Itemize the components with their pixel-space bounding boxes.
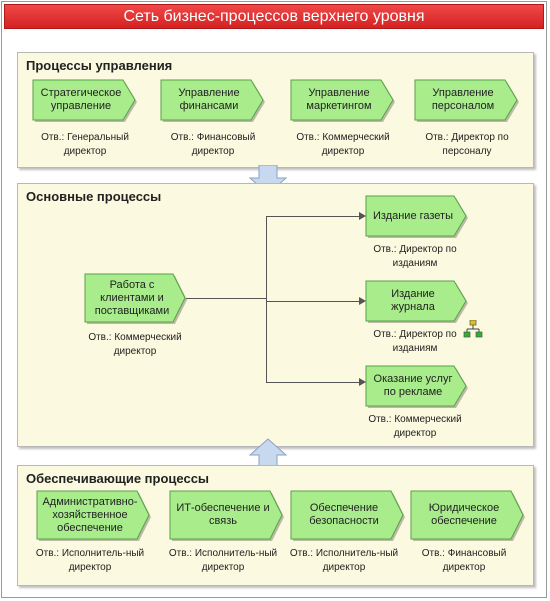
process-shape bbox=[290, 490, 405, 541]
process-label: Работа с клиентами и поставщиками bbox=[94, 278, 170, 317]
process-label: Издание газеты bbox=[372, 209, 454, 222]
process-shape bbox=[365, 195, 468, 238]
process-box[interactable]: Оказание услуг по рекламе bbox=[365, 365, 468, 408]
process-box[interactable]: Работа с клиентами и поставщиками bbox=[84, 273, 187, 324]
process-box[interactable]: Административно-хозяйственное обеспечени… bbox=[36, 490, 151, 541]
connector-line bbox=[266, 216, 267, 382]
process-model-icon[interactable] bbox=[463, 320, 483, 338]
connector-line bbox=[266, 301, 359, 302]
process-shape bbox=[84, 273, 187, 324]
process-responsible: Отв.: Исполнитель-ный директор bbox=[289, 548, 399, 573]
process-label: Управление финансами bbox=[178, 87, 240, 112]
connector-line bbox=[266, 216, 359, 217]
process-box[interactable]: Издание газеты bbox=[365, 195, 468, 238]
process-shape bbox=[365, 365, 468, 408]
process-shape bbox=[169, 490, 284, 541]
process-box[interactable]: Издание журнала bbox=[365, 280, 468, 323]
arrowhead-icon bbox=[359, 378, 366, 386]
process-label: Юридическое обеспечение bbox=[428, 502, 500, 527]
process-box[interactable]: Стратегическое управление bbox=[32, 79, 137, 122]
process-responsible: Отв.: Генеральный директор bbox=[41, 132, 129, 157]
process-shape bbox=[414, 79, 519, 122]
process-responsible: Отв.: Исполнитель-ный директор bbox=[168, 548, 278, 573]
process-responsible: Отв.: Коммерческий директор bbox=[296, 132, 390, 157]
process-responsible: Отв.: Директор по изданиям bbox=[373, 244, 457, 269]
process-shape bbox=[410, 490, 525, 541]
process-responsible: Отв.: Директор по изданиям bbox=[373, 329, 457, 354]
process-label: ИТ-обеспечение и связь bbox=[176, 502, 270, 527]
process-responsible: Отв.: Финансовый директор bbox=[421, 548, 507, 573]
arrowhead-icon bbox=[359, 212, 366, 220]
process-label: Стратегическое управление bbox=[40, 87, 122, 112]
process-responsible: Отв.: Финансовый директор bbox=[170, 132, 256, 157]
process-label: Управление персоналом bbox=[431, 87, 495, 112]
process-responsible: Отв.: Исполнитель-ный директор bbox=[35, 548, 145, 573]
process-shape bbox=[160, 79, 265, 122]
process-shape bbox=[32, 79, 137, 122]
process-label: Управление маркетингом bbox=[306, 87, 372, 112]
process-responsible: Отв.: Коммерческий директор bbox=[88, 332, 182, 357]
section-title: Обеспечивающие процессы bbox=[26, 471, 210, 486]
process-box[interactable]: Обеспечение безопасности bbox=[290, 490, 405, 541]
process-responsible: Отв.: Коммерческий директор bbox=[368, 414, 462, 439]
process-shape bbox=[290, 79, 395, 122]
diagram-title: Сеть бизнес-процессов верхнего уровня bbox=[4, 4, 544, 29]
process-responsible: Отв.: Директор по персоналу bbox=[425, 132, 509, 157]
process-box[interactable]: Управление персоналом bbox=[414, 79, 519, 122]
arrowhead-icon bbox=[359, 297, 366, 305]
process-label: Административно-хозяйственное обеспечени… bbox=[42, 495, 138, 534]
process-box[interactable]: ИТ-обеспечение и связь bbox=[169, 490, 284, 541]
process-box[interactable]: Управление маркетингом bbox=[290, 79, 395, 122]
up-arrow-icon bbox=[248, 438, 288, 468]
section-title: Процессы управления bbox=[26, 58, 173, 73]
process-label: Обеспечение безопасности bbox=[309, 502, 379, 527]
process-shape bbox=[36, 490, 151, 541]
process-label: Оказание услуг по рекламе bbox=[373, 373, 453, 398]
process-box[interactable]: Управление финансами bbox=[160, 79, 265, 122]
process-box[interactable]: Юридическое обеспечение bbox=[410, 490, 525, 541]
process-shape bbox=[365, 280, 468, 323]
section-title: Основные процессы bbox=[26, 189, 162, 204]
connector-line bbox=[186, 298, 266, 299]
process-label: Издание журнала bbox=[391, 288, 435, 313]
connector-line bbox=[266, 382, 359, 383]
